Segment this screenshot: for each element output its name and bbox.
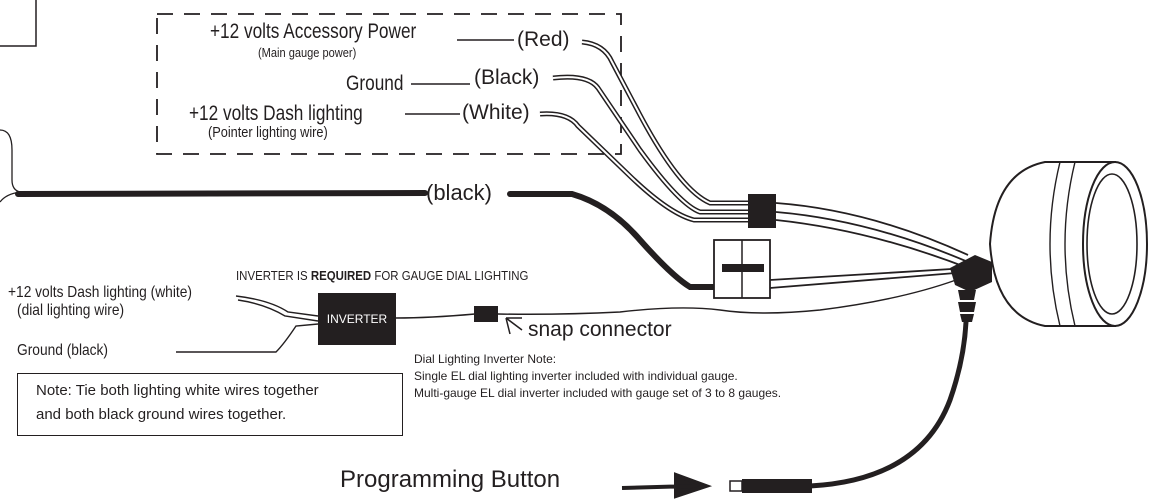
programming-button-plug <box>742 479 812 493</box>
dial-note-title: Dial Lighting Inverter Note: <box>414 352 557 366</box>
left-wire-loop <box>0 129 21 203</box>
gauge-cable-strain-relief <box>958 290 976 322</box>
dial-note-line-1: Single EL dial lighting inverter include… <box>414 369 738 383</box>
ground-label: Ground <box>346 72 404 95</box>
programming-button-tip <box>729 480 743 492</box>
corner-box-fragment <box>0 0 37 47</box>
white-wire-label: (White) <box>462 101 530 124</box>
dash-lighting-sub-label: (Pointer lighting wire) <box>208 124 328 141</box>
inverter-required-label: INVERTER IS REQUIRED FOR GAUGE DIAL LIGH… <box>236 268 528 283</box>
inverter-required-bold: REQUIRED <box>310 268 372 283</box>
dash-lighting-label: +12 volts Dash lighting <box>189 102 363 125</box>
dial-lighting-wire <box>395 279 957 319</box>
ground-black-label: Ground (black) <box>17 342 109 359</box>
snap-connector-block <box>474 306 498 322</box>
inverter-required-post: FOR GAUGE DIAL LIGHTING <box>374 268 529 283</box>
note-line-1: Note: Tie both lighting white wires toge… <box>36 382 319 399</box>
inverter-required-pre: INVERTER IS <box>236 268 308 283</box>
snap-connector-arrow <box>505 317 523 335</box>
power-wires-dashed-box <box>156 13 622 155</box>
inverter-input-wires <box>176 295 319 353</box>
gauge-cable-connector <box>950 255 992 292</box>
black-ground-wire-label: (black) <box>426 180 493 205</box>
note-box: Note: Tie both lighting white wires toge… <box>17 373 403 436</box>
programming-button-arrow <box>621 472 713 499</box>
gauge <box>988 161 1148 327</box>
red-wire-label: (Red) <box>517 28 570 51</box>
snap-connector-label: snap connector <box>528 318 672 341</box>
acc-power-label: +12 volts Accessory Power <box>210 20 417 43</box>
inverter-box: INVERTER <box>318 293 396 345</box>
red-wire <box>581 39 750 206</box>
connector-to-gauge-wires <box>775 202 969 269</box>
programming-button-cable <box>807 319 969 489</box>
programming-button-label: Programming Button <box>340 466 561 493</box>
black-wire <box>552 74 750 215</box>
dial-wire-label: (dial lighting wire) <box>17 302 125 319</box>
black-wire-label: (Black) <box>474 66 540 89</box>
dash-white-label: +12 volts Dash lighting (white) <box>8 284 192 301</box>
black-ground-wire <box>15 190 717 290</box>
upper-connector <box>748 194 776 228</box>
acc-power-sub-label: (Main gauge power) <box>258 45 357 60</box>
note-line-2: and both black ground wires together. <box>36 406 287 423</box>
dial-note-line-2: Multi-gauge EL dial inverter included wi… <box>414 386 782 400</box>
